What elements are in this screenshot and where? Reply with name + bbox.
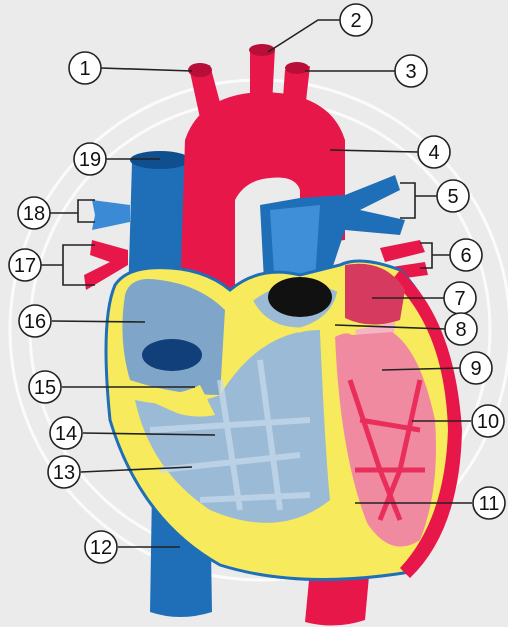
callout-5: 5 <box>437 180 469 212</box>
callout-7-label: 7 <box>454 288 465 310</box>
callout-2: 2 <box>340 4 372 36</box>
callout-15: 15 <box>29 371 61 403</box>
aortic-valve-opening <box>268 277 332 317</box>
callout-18-label: 18 <box>23 203 45 225</box>
callout-18: 18 <box>18 197 50 229</box>
callout-17: 17 <box>9 249 41 281</box>
callout-6: 6 <box>450 239 482 271</box>
callout-14-label: 14 <box>55 423 77 445</box>
callout-14: 14 <box>50 417 82 449</box>
left-common-carotid-artery <box>250 48 275 108</box>
callout-1-label: 1 <box>79 58 90 80</box>
callout-19: 19 <box>74 143 106 175</box>
callout-8: 8 <box>445 313 477 345</box>
callout-12-label: 12 <box>90 537 112 559</box>
callout-11-label: 11 <box>479 493 500 515</box>
callout-6-label: 6 <box>460 245 471 267</box>
callout-16: 16 <box>19 305 51 337</box>
callout-8-label: 8 <box>455 319 466 341</box>
callout-3: 3 <box>395 55 427 87</box>
callout-4: 4 <box>418 136 450 168</box>
superior-vena-cava-opening <box>130 151 190 169</box>
callout-9: 9 <box>460 352 492 384</box>
callout-10-label: 10 <box>477 411 499 433</box>
callout-4-label: 4 <box>428 142 439 164</box>
callout-11: 11 <box>473 487 505 519</box>
right-pulmonary-veins <box>92 200 130 230</box>
callout-3-label: 3 <box>405 61 416 83</box>
callout-10: 10 <box>472 405 504 437</box>
callout-17-label: 17 <box>14 255 36 277</box>
brachiocephalic-opening <box>188 63 212 77</box>
subclavian-opening <box>285 62 309 74</box>
callout-19-label: 19 <box>79 149 101 171</box>
callout-9-label: 9 <box>470 358 481 380</box>
callout-16-label: 16 <box>24 311 46 333</box>
callout-15-label: 15 <box>34 377 56 399</box>
callout-13-label: 13 <box>53 462 75 484</box>
callout-5-label: 5 <box>447 186 458 208</box>
callout-12: 12 <box>85 531 117 563</box>
ivc-opening <box>142 339 202 371</box>
callout-13: 13 <box>48 456 80 488</box>
callout-7: 7 <box>444 282 476 314</box>
callout-1: 1 <box>69 52 101 84</box>
callout-2-label: 2 <box>350 10 361 32</box>
